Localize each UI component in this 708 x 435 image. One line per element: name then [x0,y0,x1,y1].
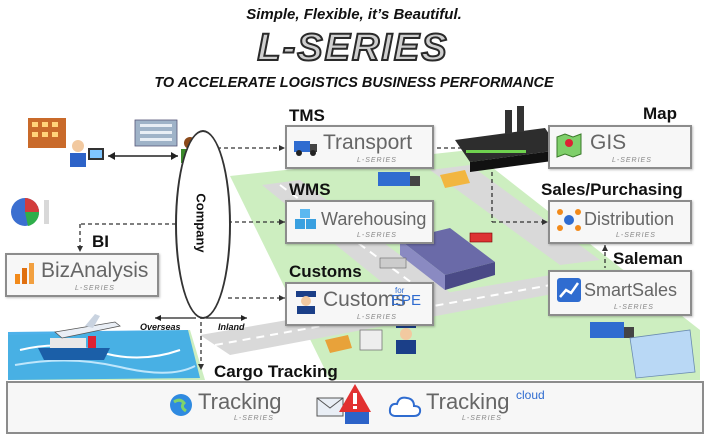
tracking-cloud-name: Tracking [426,389,510,414]
smartsales-module[interactable]: SmartSales L-SERIES [548,270,692,316]
warehousing-sub: L-SERIES [357,232,397,239]
sales-purchasing-label: Sales/Purchasing [541,180,683,199]
tms-label: TMS [289,106,325,125]
gis-module[interactable]: GIS L-SERIES [548,125,692,169]
truck-icon [294,141,317,156]
gis-name: GIS [590,131,627,154]
hq-building-icon [134,119,178,147]
lseries-logo: L-SERIES [238,26,468,70]
saleman-label: Saleman [613,249,683,268]
truck-icon-top [378,172,420,186]
user-computer-icon [70,140,104,167]
customs-epe-module[interactable]: Customs for EPE L-SERIES [285,282,434,326]
tagline-text: TO ACCELERATE LOGISTICS BUSINESS PERFORM… [154,75,554,91]
airplane-icon [54,314,121,339]
tracking-name: Tracking [198,389,282,414]
transport-sub: L-SERIES [357,157,397,164]
transport-name: Transport [323,131,413,154]
globe-icon [170,394,192,416]
bizanalysis-sub: L-SERIES [75,285,115,292]
office-building-icon [28,118,66,148]
smartsales-sub: L-SERIES [614,304,654,311]
bi-label: BI [92,232,109,251]
truck-icon-right [590,322,634,338]
customs-for-text: for [395,286,405,295]
smartsales-name: SmartSales [584,280,678,300]
email-alert-icon [316,384,371,424]
wms-label: WMS [289,180,331,199]
pie-chart-icon [11,198,49,226]
ship-icon [38,336,110,360]
company-label: Company [193,192,209,253]
warehousing-module[interactable]: Warehousing L-SERIES [285,200,434,244]
tracking-cloud-sub: L-SERIES [462,415,502,422]
clipboard-icon [359,329,383,351]
customs-label: Customs [289,262,362,281]
gis-sub: L-SERIES [612,157,652,164]
bizanalysis-name: BizAnalysis [41,259,149,282]
distribution-name: Distribution [584,209,675,229]
map-label: Map [643,104,677,123]
inland-label: Inland [218,322,245,332]
cloud-icon [388,396,422,417]
warehousing-name: Warehousing [321,209,427,229]
tracking-cloud-suffix: cloud [516,388,545,402]
distribution-module[interactable]: Distribution L-SERIES [548,200,692,244]
map-icon [556,133,582,158]
logo-text: L-SERIES [256,26,449,70]
shop-icon [629,329,696,379]
customs-sub: L-SERIES [357,314,397,321]
tracking-sub: L-SERIES [234,415,274,422]
bar-chart-icon [15,263,34,284]
tracking-module[interactable]: Tracking L-SERIES [168,386,298,426]
transport-module[interactable]: Transport L-SERIES [285,125,434,169]
overseas-label: Overseas [140,322,181,332]
warehouse-boxes-icon [295,209,316,229]
sales-chart-icon [557,278,581,302]
customs-name: Customs [323,288,406,311]
factory-icon [455,106,560,172]
cargo-tracking-label: Cargo Tracking [214,362,338,381]
company-ellipse [175,130,231,319]
customs-epe-text: EPE [391,292,422,309]
tracking-cloud-module[interactable]: Tracking cloud L-SERIES [388,386,548,426]
truck-icon-road [379,232,493,269]
distribution-network-icon [557,209,581,231]
distribution-sub: L-SERIES [616,232,656,239]
slogan-text: Simple, Flexible, it’s Beautiful. [246,6,462,23]
package-icon [325,170,470,353]
bizanalysis-module[interactable]: BizAnalysis L-SERIES [5,253,159,297]
customs-officer-badge-icon [296,291,316,314]
